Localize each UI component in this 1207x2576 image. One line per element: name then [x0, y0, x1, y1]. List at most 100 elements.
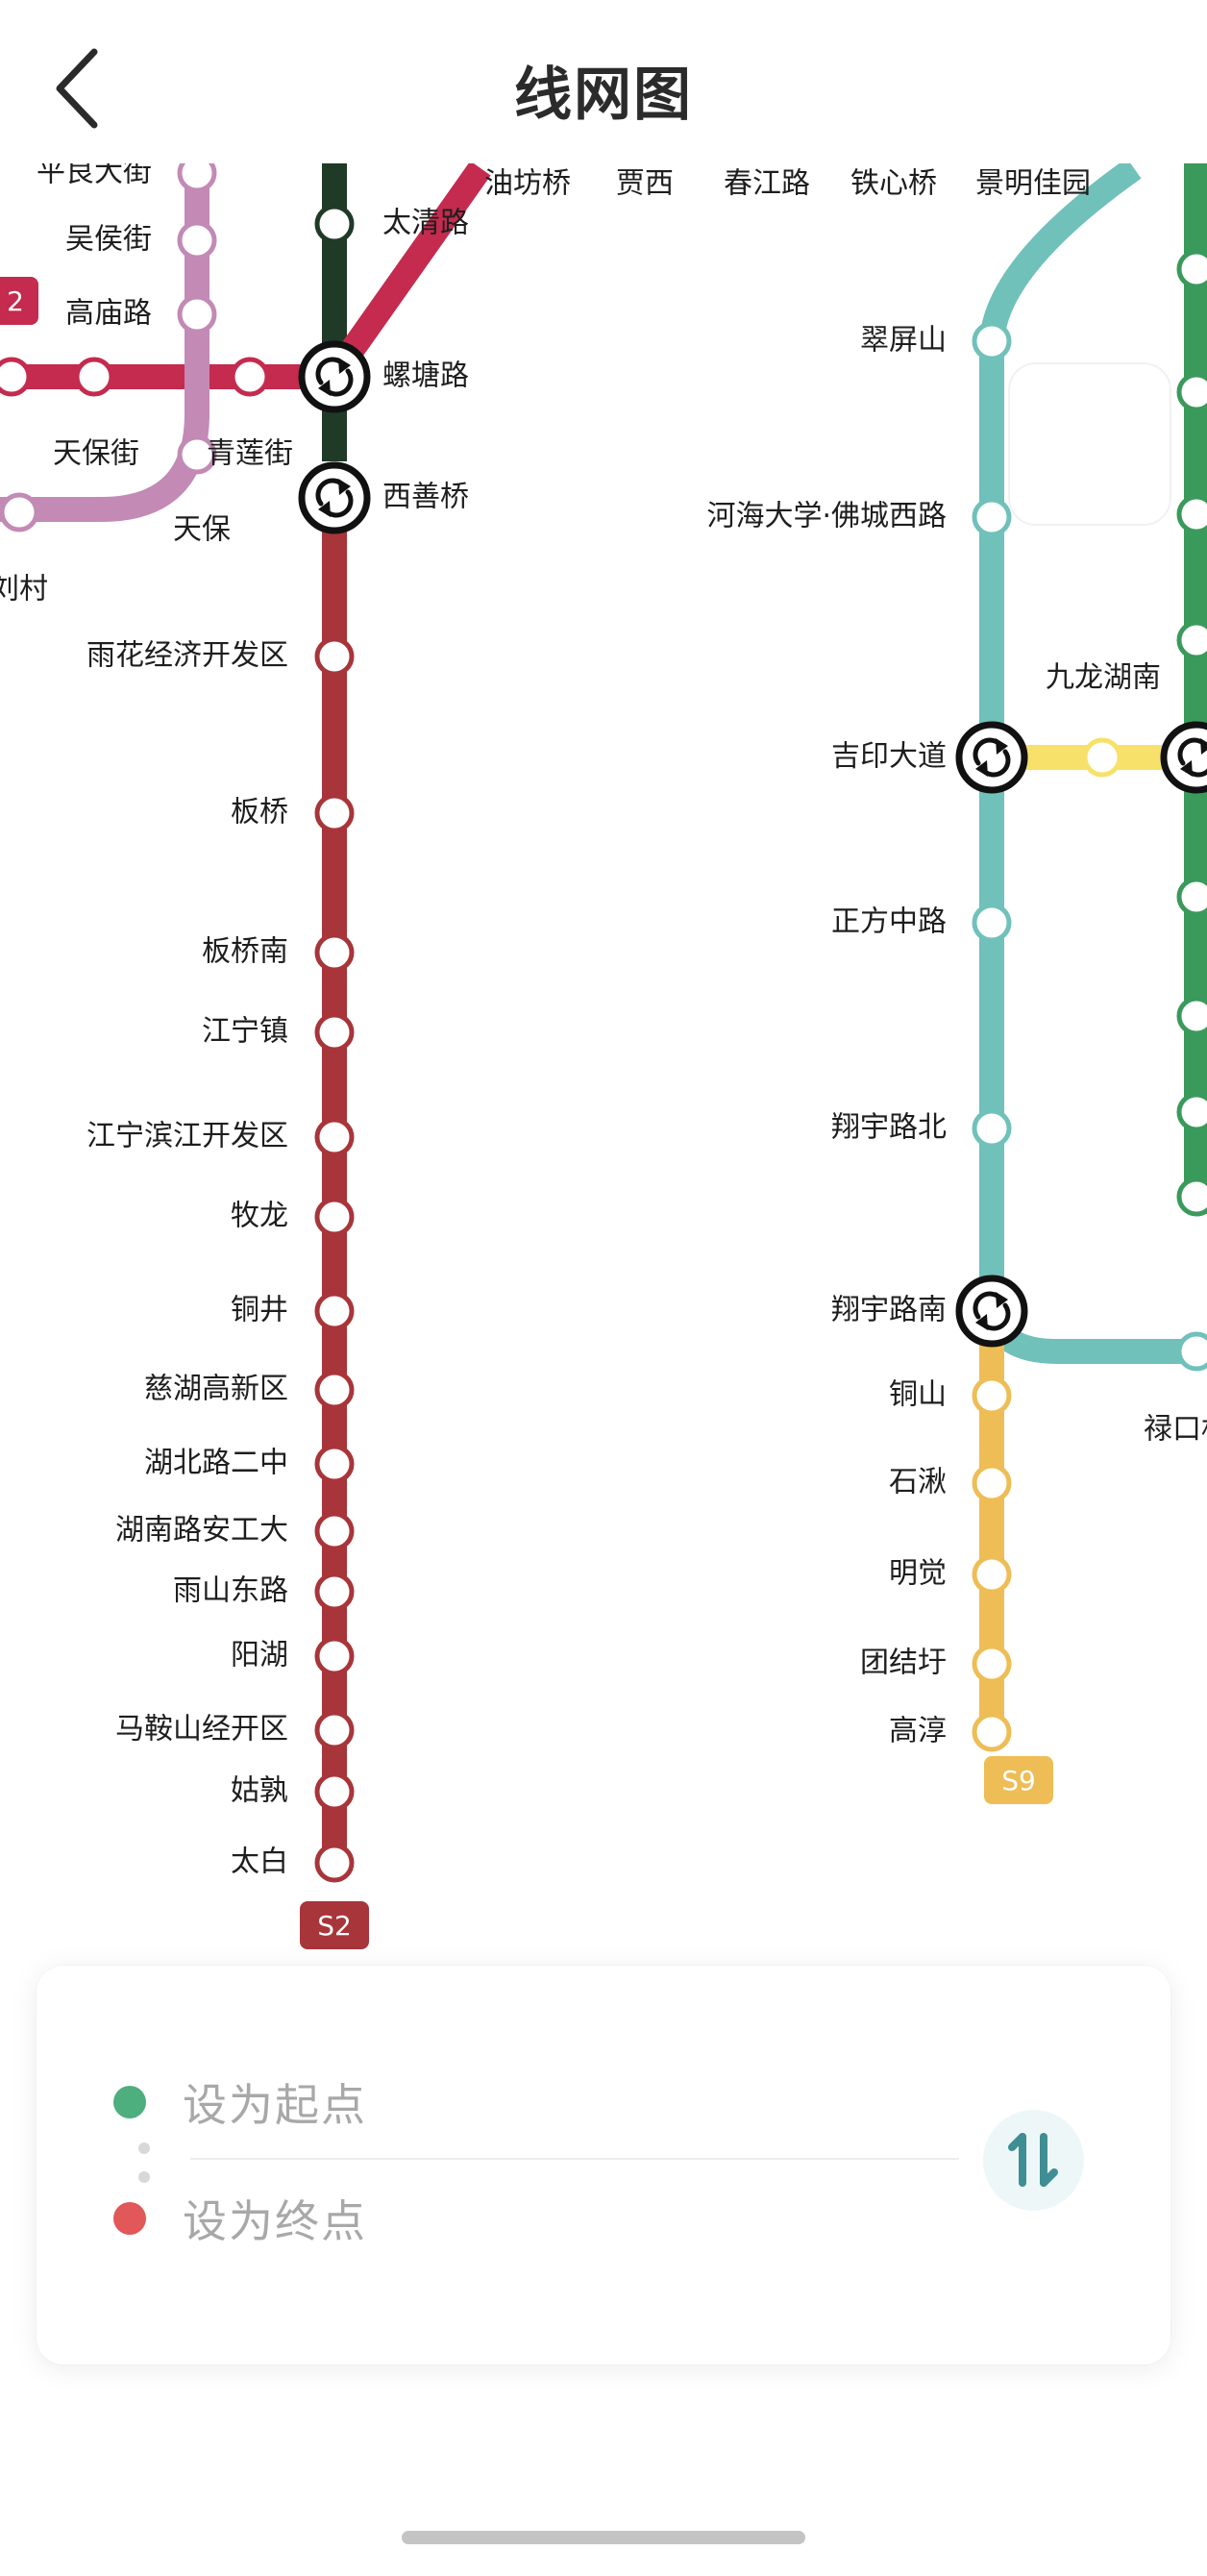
- station-label: 禄口机: [1144, 1413, 1207, 1447]
- interchange-icon[interactable]: [955, 1275, 1028, 1348]
- station-dot[interactable]: [314, 1370, 355, 1410]
- route-dot-icon: [138, 2171, 150, 2183]
- station-label: 雨山东路: [173, 1574, 288, 1608]
- route-dot-icon: [138, 2143, 150, 2154]
- station-dot[interactable]: [972, 1108, 1012, 1149]
- station-dot[interactable]: [1176, 996, 1207, 1036]
- station-label: 铜井: [231, 1294, 288, 1327]
- station-label: 天保街: [53, 437, 139, 471]
- station-label: 板桥南: [202, 935, 288, 969]
- station-label: 西善桥: [382, 481, 469, 514]
- station-dot[interactable]: [314, 204, 355, 244]
- station-label: 江宁镇: [202, 1015, 288, 1049]
- station-dot[interactable]: [314, 1117, 355, 1157]
- station-label: 春江路: [724, 167, 810, 201]
- station-label: 青莲街: [207, 437, 293, 471]
- station-label: 湖南路安工大: [115, 1514, 288, 1548]
- station-dot[interactable]: [0, 357, 32, 397]
- station-label: 牧龙: [231, 1200, 288, 1233]
- set-end-row[interactable]: 设为终点: [113, 2185, 367, 2252]
- station-dot[interactable]: [972, 321, 1012, 361]
- station-label: 阳湖: [231, 1639, 288, 1672]
- chevron-left-icon: [56, 48, 98, 129]
- station-label: 马鞍山经开区: [115, 1713, 288, 1746]
- interchange-icon[interactable]: [298, 340, 371, 413]
- station-label: 明觉: [889, 1557, 947, 1591]
- station-dot[interactable]: [177, 294, 217, 334]
- station-label: 油坊桥: [484, 167, 571, 201]
- set-start-row[interactable]: 设为起点: [113, 2068, 367, 2136]
- station-dot[interactable]: [0, 492, 39, 533]
- station-dot[interactable]: [1176, 372, 1207, 412]
- metro-map[interactable]: 油坊桥贾西春江路铁心桥景明佳园2平良大街吴侯街高庙路天保街青莲街天保刘村太清路螺…: [0, 0, 1207, 1961]
- station-dot[interactable]: [230, 357, 270, 397]
- station-dot[interactable]: [314, 793, 355, 833]
- line-badge-s9: [984, 1756, 1053, 1804]
- station-dot[interactable]: [1176, 1177, 1207, 1217]
- station-label: 螺塘路: [382, 359, 469, 393]
- back-button[interactable]: [38, 38, 115, 135]
- home-indicator: [402, 2531, 805, 2544]
- station-dot[interactable]: [1176, 1092, 1207, 1132]
- station-label: 景明佳园: [975, 167, 1091, 201]
- station-dot[interactable]: [177, 220, 217, 260]
- panel-divider: [190, 2158, 959, 2160]
- line-mauve: [0, 163, 209, 522]
- map-overlay-box: [1008, 362, 1171, 526]
- station-dot[interactable]: [314, 1012, 355, 1053]
- station-label: 翔宇路南: [831, 1294, 947, 1327]
- station-label: 姑孰: [231, 1774, 288, 1808]
- station-dot[interactable]: [1082, 737, 1122, 778]
- station-label: 高淳: [889, 1715, 947, 1748]
- station-label: 太白: [231, 1845, 288, 1879]
- station-dot[interactable]: [972, 1375, 1012, 1416]
- station-dot[interactable]: [74, 357, 114, 397]
- set-start-label: 设为起点: [183, 2079, 367, 2131]
- station-label: 石湫: [889, 1466, 947, 1499]
- swap-button[interactable]: [983, 2110, 1084, 2211]
- station-label: 吉印大道: [831, 740, 947, 774]
- line-badge-s2-label: S2: [317, 1910, 352, 1942]
- station-dot[interactable]: [1176, 249, 1207, 289]
- station-label: 吴侯街: [65, 223, 152, 257]
- station-dot[interactable]: [972, 1712, 1012, 1752]
- station-label: 河海大学·佛城西路: [706, 500, 947, 533]
- interchange-icon[interactable]: [955, 721, 1028, 794]
- station-dot[interactable]: [1176, 620, 1207, 660]
- interchange-icon[interactable]: [298, 461, 371, 534]
- station-dot[interactable]: [1176, 494, 1207, 534]
- station-label: 江宁滨江开发区: [86, 1120, 288, 1153]
- station-dot[interactable]: [1176, 1331, 1207, 1372]
- station-label: 太清路: [382, 207, 469, 240]
- route-panel: 设为起点 设为终点: [37, 1966, 1170, 2365]
- station-label: 高庙路: [65, 297, 152, 331]
- station-label: 铁心桥: [850, 167, 937, 201]
- station-label: 雨花经济开发区: [86, 639, 288, 673]
- station-dot[interactable]: [314, 1511, 355, 1551]
- station-dot[interactable]: [314, 636, 355, 677]
- line-badge-2-label: 2: [7, 285, 24, 317]
- station-dot[interactable]: [314, 1444, 355, 1484]
- station-dot[interactable]: [314, 1843, 355, 1883]
- line-badge-2: [0, 277, 38, 325]
- station-label: 贾西: [616, 167, 674, 201]
- line-crimson-diagonal: [324, 161, 491, 383]
- station-label: 慈湖高新区: [144, 1373, 288, 1406]
- station-dot[interactable]: [314, 1771, 355, 1812]
- station-dot[interactable]: [972, 1644, 1012, 1684]
- station-dot[interactable]: [972, 1463, 1012, 1503]
- station-dot[interactable]: [972, 1554, 1012, 1595]
- station-label: 团结圩: [860, 1647, 947, 1680]
- station-dot[interactable]: [1176, 877, 1207, 917]
- station-dot[interactable]: [972, 903, 1012, 943]
- interchange-icon[interactable]: [1160, 721, 1207, 794]
- station-dot[interactable]: [972, 497, 1012, 537]
- station-dot[interactable]: [314, 932, 355, 973]
- station-dot[interactable]: [177, 434, 217, 475]
- station-dot[interactable]: [314, 1197, 355, 1237]
- station-label: 正方中路: [831, 905, 947, 939]
- station-dot[interactable]: [314, 1636, 355, 1676]
- station-dot[interactable]: [314, 1572, 355, 1612]
- station-dot[interactable]: [314, 1291, 355, 1331]
- station-dot[interactable]: [314, 1710, 355, 1750]
